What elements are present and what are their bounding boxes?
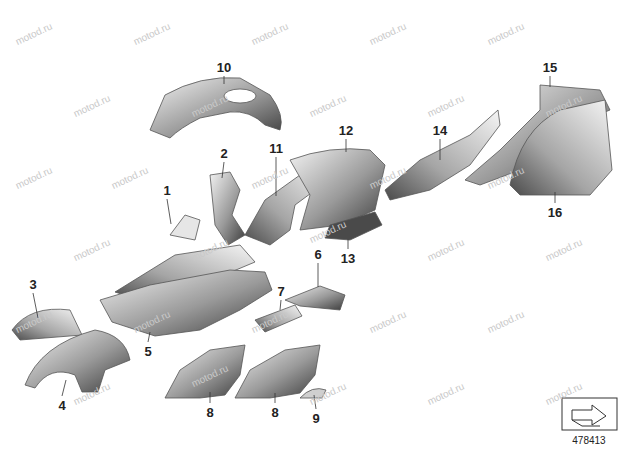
watermark: motod.ru xyxy=(14,21,54,47)
callout-number: 7 xyxy=(277,285,284,298)
leader-lines xyxy=(33,76,555,409)
watermark: motod.ru xyxy=(544,237,584,263)
callout-number: 6 xyxy=(314,248,321,261)
watermark: motod.ru xyxy=(486,309,526,335)
diagram-number: 478413 xyxy=(572,436,605,446)
callout-number: 9 xyxy=(312,412,319,425)
callout-number: 12 xyxy=(339,124,353,137)
callout-number: 10 xyxy=(217,61,231,74)
callout-number: 13 xyxy=(341,252,355,265)
watermark: motod.ru xyxy=(426,237,466,263)
callout-number: 16 xyxy=(548,206,562,219)
callout-number: 4 xyxy=(58,399,65,412)
watermark: motod.ru xyxy=(368,309,408,335)
watermark: motod.ru xyxy=(308,381,348,407)
watermark: motod.ru xyxy=(368,21,408,47)
callout-number: 8 xyxy=(206,406,213,419)
watermark: motod.ru xyxy=(72,93,112,119)
watermark: motod.ru xyxy=(308,93,348,119)
callout-number: 11 xyxy=(269,142,283,155)
callout-number: 2 xyxy=(220,147,227,160)
watermark: motod.ru xyxy=(72,237,112,263)
callout-number: 14 xyxy=(433,124,447,137)
view-icon xyxy=(562,398,617,430)
watermark: motod.ru xyxy=(250,21,290,47)
callout-number: 3 xyxy=(29,278,36,291)
callout-number: 8 xyxy=(271,406,278,419)
callout-number: 15 xyxy=(543,61,557,74)
watermark: motod.ru xyxy=(14,165,54,191)
watermark: motod.ru xyxy=(426,93,466,119)
watermark: motod.ru xyxy=(110,165,150,191)
watermark: motod.ru xyxy=(426,381,466,407)
callout-number: 5 xyxy=(144,345,151,358)
watermark: motod.ru xyxy=(132,21,172,47)
callout-number: 1 xyxy=(163,184,170,197)
watermark: motod.ru xyxy=(486,21,526,47)
